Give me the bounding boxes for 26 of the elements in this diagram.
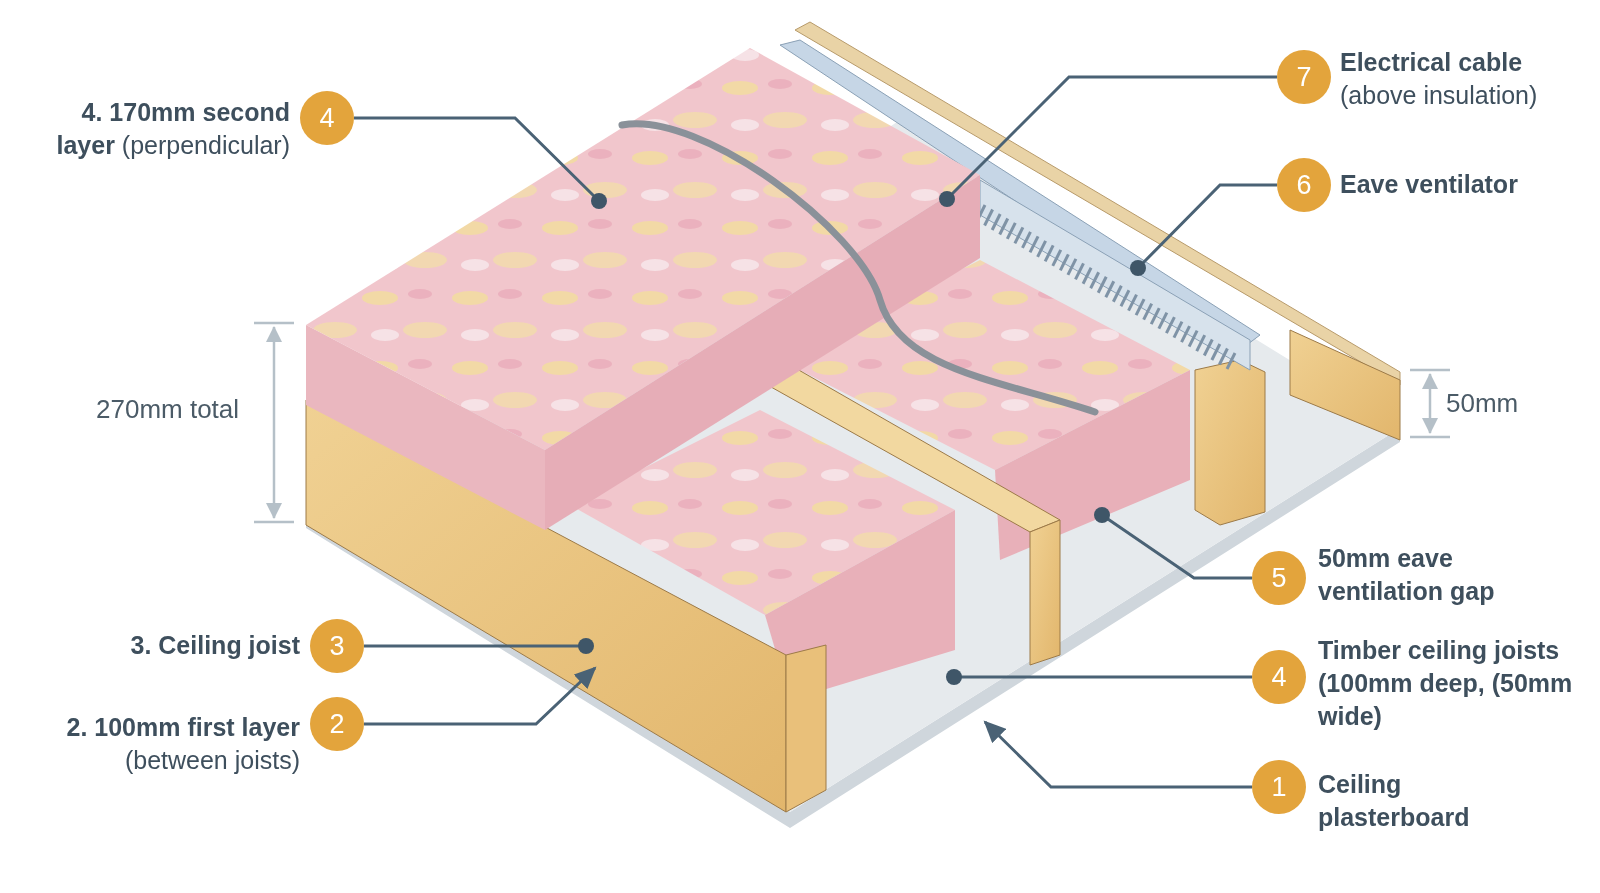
callout-number: 3 — [310, 619, 364, 673]
callout-label: 3. Ceiling joist — [129, 630, 300, 661]
leader-line — [983, 720, 1252, 789]
callout-label: 2. 100mm first layer (between joists) — [65, 712, 300, 776]
dimension-label: 50mm — [1446, 388, 1519, 419]
callout-label: Timber ceiling joists (100mm deep, (50mm wide) — [1318, 635, 1574, 732]
callout-number: 2 — [310, 697, 364, 751]
leader-line — [354, 116, 607, 209]
callout-label: Eave ventilator — [1340, 169, 1519, 200]
leader-line — [364, 638, 594, 654]
leader-line — [939, 75, 1277, 207]
dimension-label: 270mm total — [96, 394, 240, 425]
callout-label: Electrical cable (above insulation) — [1340, 47, 1539, 111]
callout-number: 4 — [1252, 650, 1306, 704]
leader-line — [946, 669, 1252, 685]
callout-number: 5 — [1252, 551, 1306, 605]
callout-number: 4 — [300, 91, 354, 145]
leader-line — [1094, 507, 1252, 580]
leader-line — [1130, 183, 1277, 276]
callout-number: 7 — [1277, 50, 1331, 104]
callout-number: 1 — [1252, 760, 1306, 814]
callout-label: 50mm eave ventilation gap — [1318, 543, 1496, 607]
callout-label: Ceiling plasterboard — [1318, 769, 1471, 833]
leader-line — [364, 666, 597, 726]
callout-number: 6 — [1277, 158, 1331, 212]
callout-label: 4. 170mm second layer (perpendicular) — [55, 97, 290, 161]
